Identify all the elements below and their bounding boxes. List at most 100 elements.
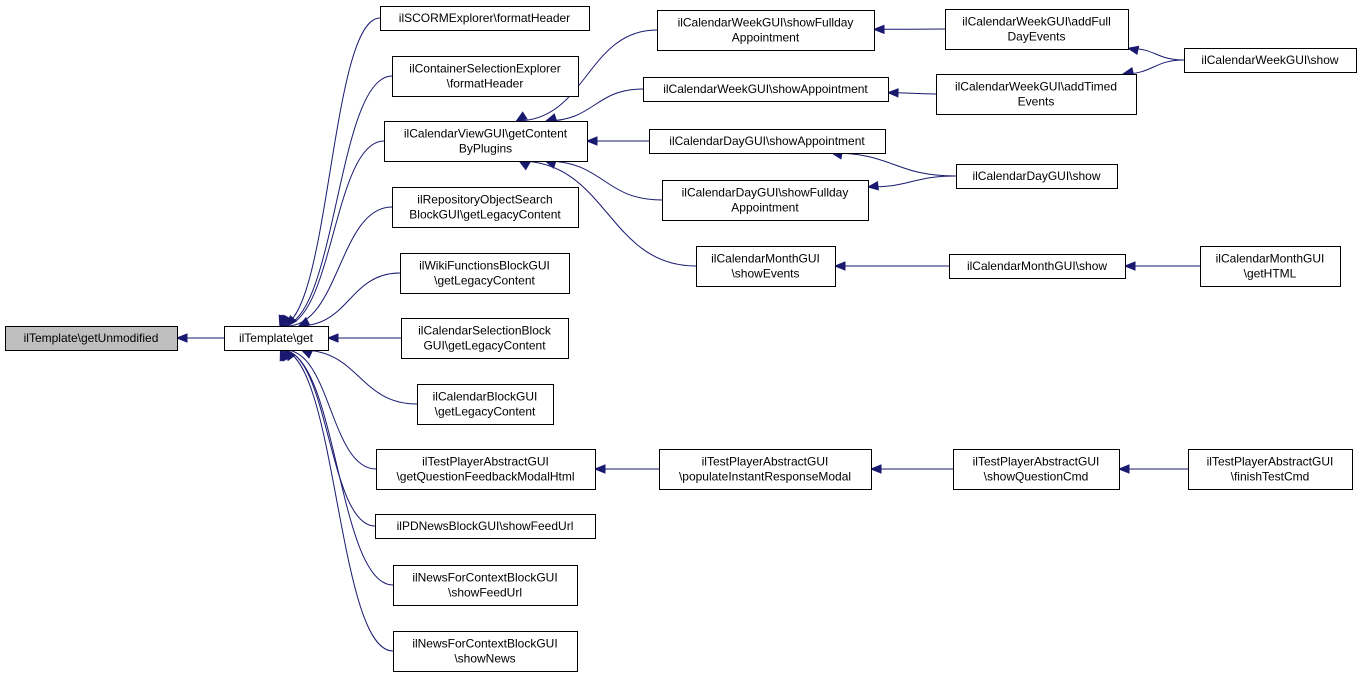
edge-day-show-to-day-appt [831,152,957,177]
node-label-line: ilRepositoryObjectSearch [417,193,552,207]
node-box [393,565,578,606]
node-show-question[interactable]: ilTestPlayerAbstractGUI\showQuestionCmd [953,449,1120,490]
node-get-h-t-m-l[interactable]: ilCalendarMonthGUI\getHTML [1200,246,1341,287]
node-box [380,6,590,31]
node-news-feed[interactable]: ilNewsForContextBlockGUI\showFeedUrl [393,565,578,606]
node-box [1188,449,1353,490]
node-scorm[interactable]: ilSCORMExplorer\formatHeader [380,6,590,31]
node-label-line: ilCalendarDayGUI\show [972,169,1100,183]
node-box [662,180,869,221]
node-cal-selection[interactable]: ilCalendarSelectionBlockGUI\getLegacyCon… [401,318,569,359]
node-label-line: \getLegacyContent [434,274,535,288]
edge-container-to-get [281,75,393,327]
node-box [945,9,1129,50]
node-box [1184,48,1357,73]
edges-layer [175,17,1200,652]
node-label-line: ilCalendarDayGUI\showAppointment [669,134,865,148]
edge-day-fullday-to-view-plugins [545,160,663,201]
arrowhead-test-feedback [593,464,606,474]
node-label-line: ilCalendarWeekGUI\show [1201,53,1339,67]
node-box [400,253,570,294]
nodes-layer: ilTemplate\getUnmodified ilTemplate\get il… [5,6,1357,672]
node-label-line: \populateInstantResponseModal [679,470,851,484]
edge-pd-news-to-get [282,349,376,527]
node-label-line: ilCalendarViewGUI\getContent [404,127,568,141]
node-container[interactable]: ilContainerSelectionExplorer\formatHeade… [392,56,579,97]
node-cal-block[interactable]: ilCalendarBlockGUI\getLegacyContent [417,384,554,425]
arrowhead-get [326,333,339,343]
node-label-line: ilCalendarMonthGUI [711,252,820,266]
node-label-line: \showFeedUrl [448,586,522,600]
node-box [392,187,579,228]
node-label-line: ilCalendarWeekGUI\showAppointment [663,82,868,96]
node-label-line: ilNewsForContextBlockGUI [412,637,557,651]
node-label-line: ilCalendarWeekGUI\addTimed [955,80,1117,94]
arrowhead-get-unmodified [175,333,188,343]
arrowhead-month-events [833,261,846,271]
node-label-line: ilPDNewsBlockGUI\showFeedUrl [397,519,574,533]
node-label-line: DayEvents [1007,30,1065,44]
arrowhead-view-plugins [544,113,558,123]
node-box [376,449,596,490]
node-label-line: ilWikiFunctionsBlockGUI [419,259,550,273]
node-label-line: ilTemplate\getUnmodified [24,331,159,345]
node-month-show[interactable]: ilCalendarMonthGUI\show [949,254,1126,279]
node-label-line: ilTestPlayerAbstractGUI [973,455,1100,469]
node-test-feedback[interactable]: ilTestPlayerAbstractGUI\getQuestionFeedb… [376,449,596,490]
node-box [375,514,596,539]
node-day-appt[interactable]: ilCalendarDayGUI\showAppointment [649,129,886,154]
node-box [392,56,579,97]
node-label-line: \getHTML [1244,267,1297,281]
edge-week-appt-to-view-plugins [546,88,644,122]
node-label-line: \finishTestCmd [1231,470,1310,484]
arrowhead-view-plugins [585,136,598,146]
node-label-line: ilContainerSelectionExplorer [409,62,560,76]
node-label-line: ilCalendarDayGUI\showFullday [682,186,849,200]
node-get-unmodified[interactable]: ilTemplate\getUnmodified [5,326,178,351]
node-label-line: \getQuestionFeedbackModalHtml [396,470,574,484]
node-box [417,384,554,425]
node-box [224,326,329,351]
edge-week-fullday-to-view-plugins [516,29,658,122]
node-news-show[interactable]: ilNewsForContextBlockGUI\showNews [393,631,578,672]
arrowhead-month-show [1123,261,1136,271]
edge-scorm-to-get [279,17,381,327]
node-label-line: ilSCORMExplorer\formatHeader [399,11,570,25]
node-label-line: GUI\getLegacyContent [423,339,546,353]
node-box [953,449,1120,490]
node-label-line: ilTestPlayerAbstractGUI [702,455,829,469]
node-pd-news[interactable]: ilPDNewsBlockGUI\showFeedUrl [375,514,596,539]
node-day-show[interactable]: ilCalendarDayGUI\show [956,164,1118,189]
node-label-line: ilCalendarSelectionBlock [418,324,552,338]
node-month-events[interactable]: ilCalendarMonthGUI\showEvents [696,246,836,287]
node-label-line: ilCalendarMonthGUI [1216,252,1325,266]
node-label-line: \formatHeader [447,77,524,91]
arrowhead-get [300,349,314,359]
node-week-show[interactable]: ilCalendarWeekGUI\show [1184,48,1357,73]
node-label-line: \showEvents [731,267,799,281]
node-box [949,254,1126,279]
node-label-line: Appointment [731,201,799,215]
node-box [643,77,889,102]
node-box [657,10,875,51]
edge-cal-block-to-get [301,349,418,405]
node-box [401,318,569,359]
node-box [649,129,886,154]
arrowhead-week-fullday [872,24,885,35]
node-get[interactable]: ilTemplate\get [224,326,329,351]
node-finish-test[interactable]: ilTestPlayerAbstractGUI\finishTestCmd [1188,449,1353,490]
node-repo-search[interactable]: ilRepositoryObjectSearchBlockGUI\getLega… [392,187,579,228]
node-label-line: Events [1018,95,1055,109]
node-label-line: \showQuestionCmd [984,470,1089,484]
edge-test-feedback-to-get [285,349,377,470]
node-label-line: \getLegacyContent [435,405,536,419]
node-week-appt[interactable]: ilCalendarWeekGUI\showAppointment [643,77,889,102]
node-wiki[interactable]: ilWikiFunctionsBlockGUI\getLegacyContent [400,253,570,294]
node-populate[interactable]: ilTestPlayerAbstractGUI\populateInstantR… [659,449,872,490]
